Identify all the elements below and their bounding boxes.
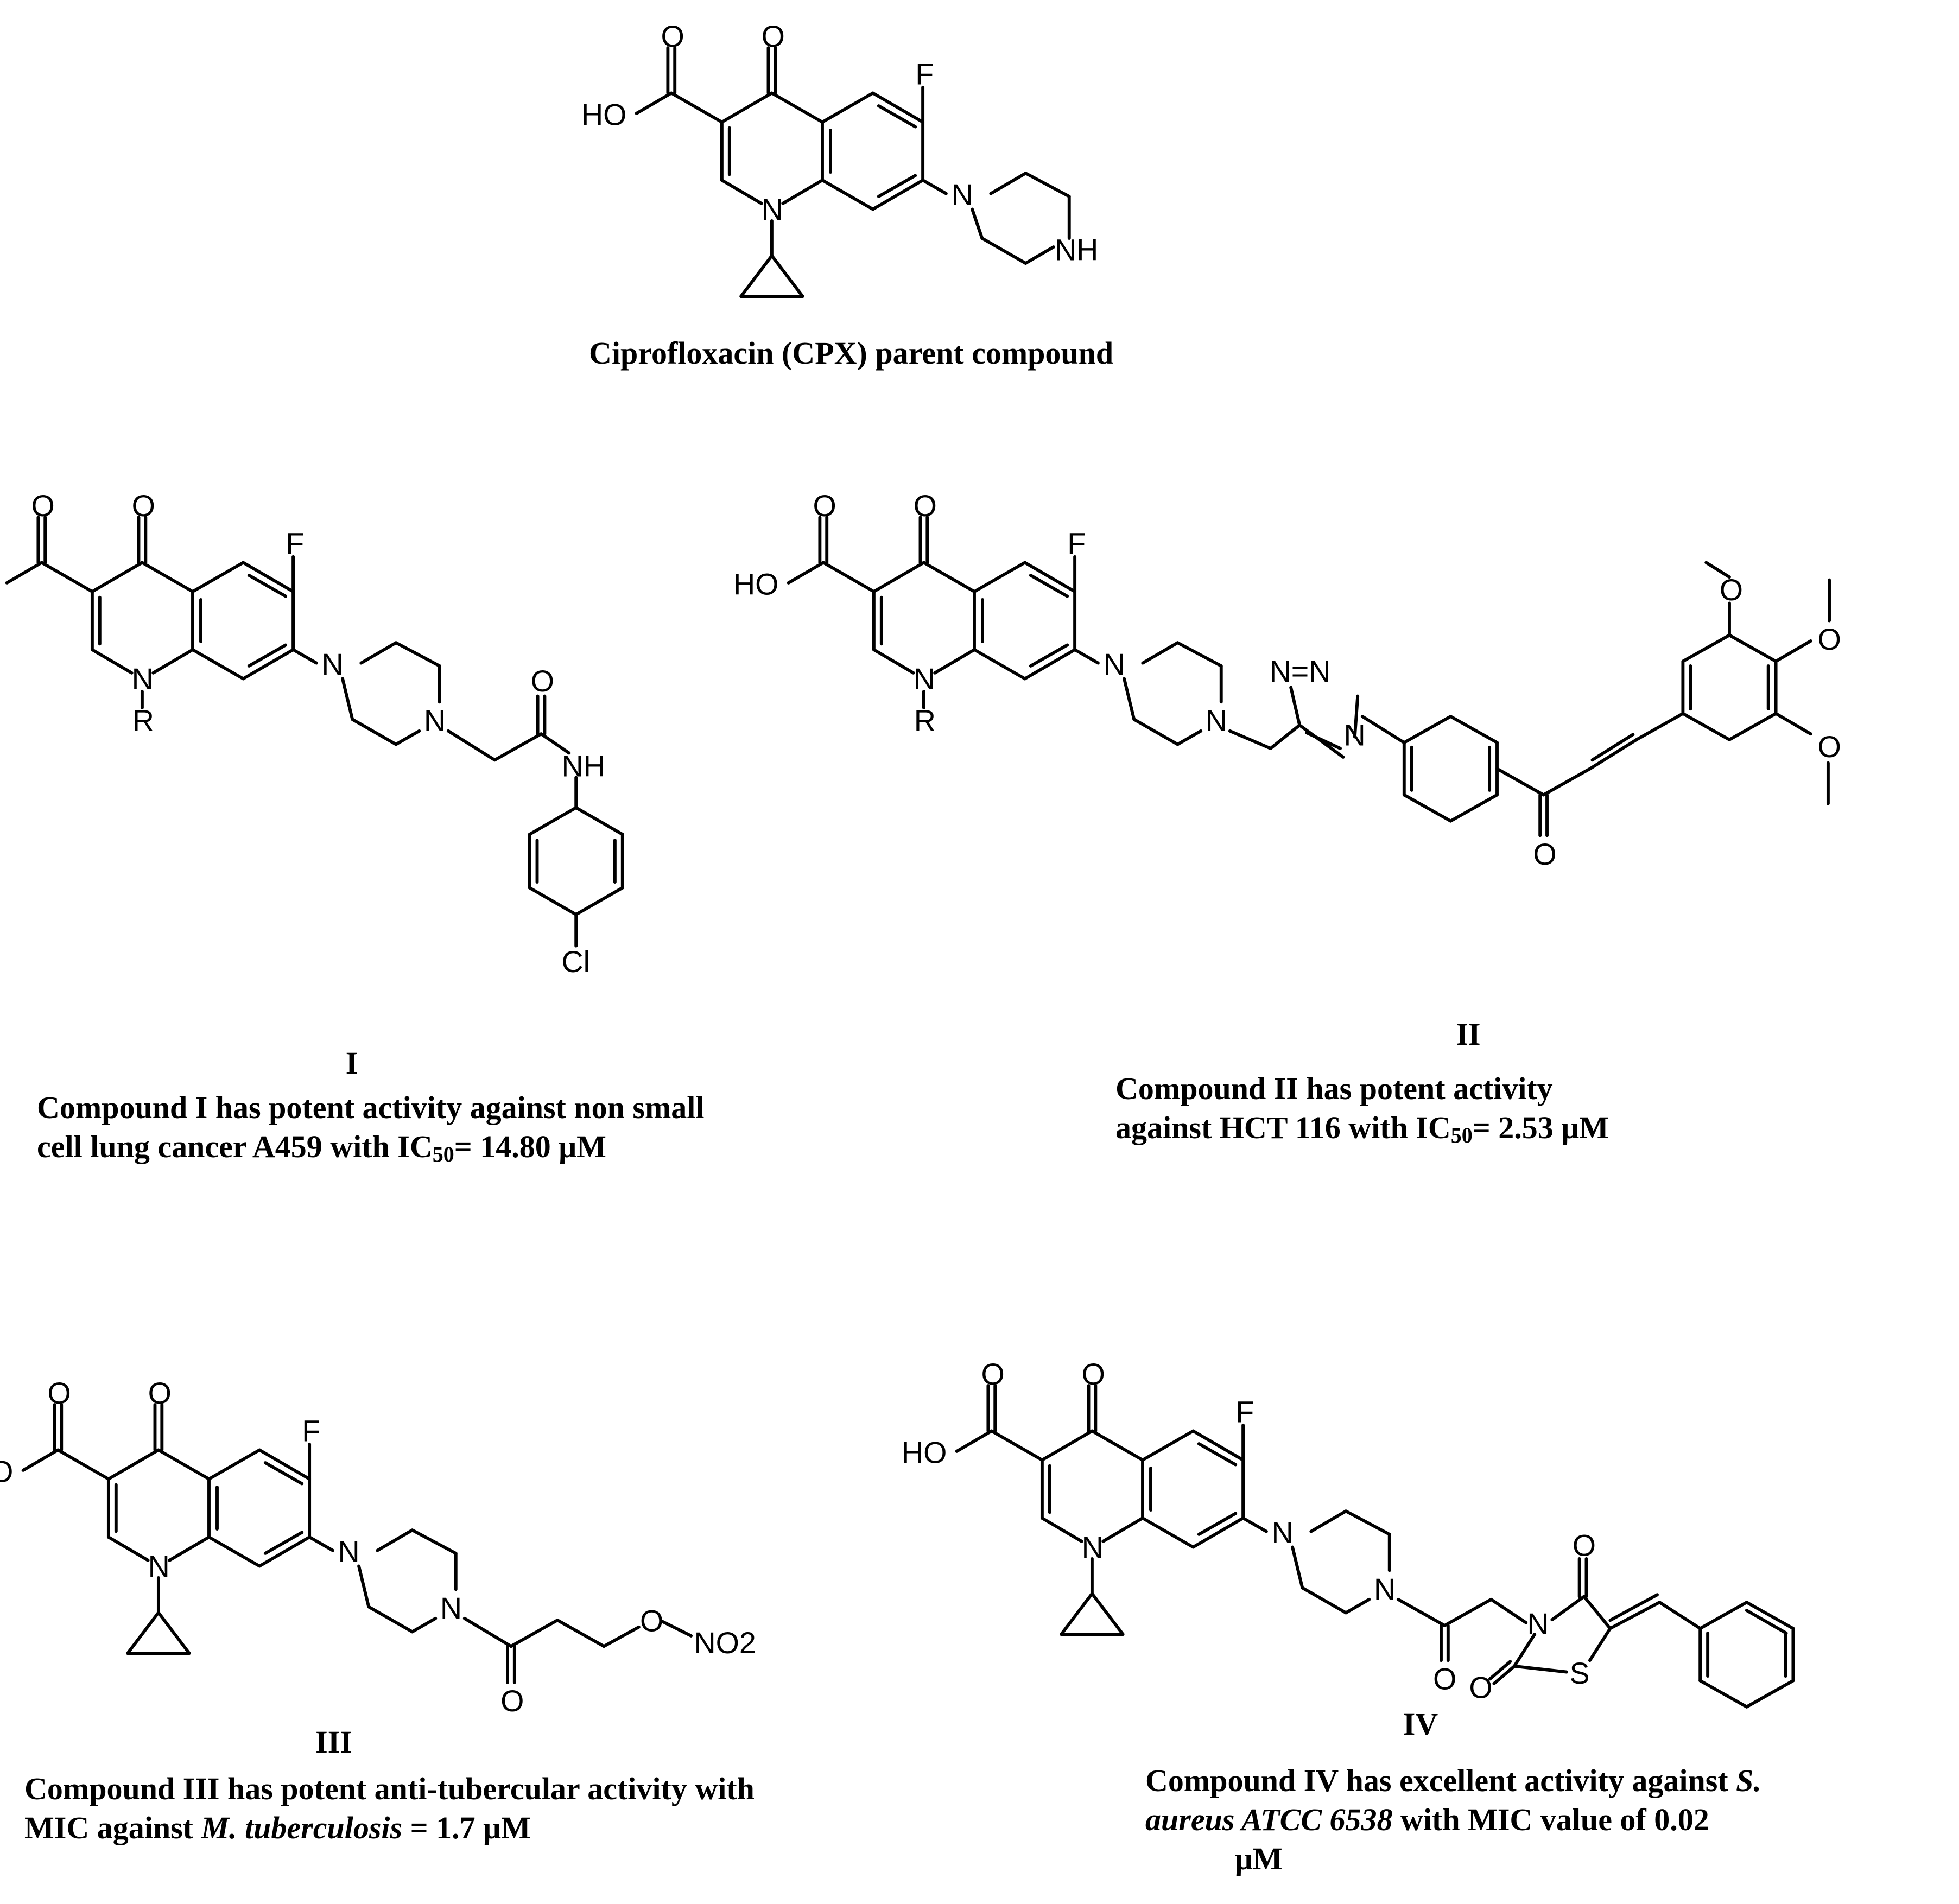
atom-oxygen-acid: O [48,1376,71,1410]
atom-triazole-n1: N [1344,719,1366,752]
atom-nitrogen-thiazolidinedione: N [1527,1607,1549,1641]
atom-nitrogen-quinolone: N [914,662,935,696]
atom-nitro-group: NO2 [694,1626,756,1660]
compound-iv-numeral: IV [1403,1706,1438,1742]
atom-fluorine: F [1067,526,1086,560]
atom-oxygen-amide: O [500,1684,524,1718]
atom-hydroxyl: HO [733,567,778,601]
atom-nitrogen-piperazine-1: N [322,648,344,681]
atom-oxygen-keto: O [132,489,155,523]
ciprofloxacin-label: Ciprofloxacin (CPX) parent compound [589,335,1114,371]
atom-oxygen-thiazolidinedione-2: O [1469,1671,1492,1705]
atom-fluorine: F [1235,1395,1254,1429]
atom-fluorine: F [915,57,934,91]
compound-ii-caption: Compound II has potent activity against … [1115,1069,1609,1147]
compound-iv-caption-line-2: aureus ATCC 6538 with MIC value of 0.02 [1145,1802,1709,1837]
atom-nh-piperazine: NH [1055,233,1098,267]
atom-oxygen-acid: O [31,489,55,523]
atom-nitrogen-quinolone: N [762,193,783,226]
compound-i-caption: Compound I has potent activity against n… [37,1088,705,1166]
compound-iv-caption: Compound IV has excellent activity again… [1145,1761,1761,1878]
atom-oxygen-amide: O [531,664,554,698]
atom-fluorine: F [286,526,304,560]
atom-hydroxyl: HO [902,1436,947,1469]
atom-oxygen-acid: O [981,1357,1005,1391]
atom-r-group: R [914,704,936,738]
atom-nitrogen-piperazine-4: N [1374,1572,1396,1606]
atom-oxygen-methoxy-2: O [1818,623,1841,656]
atom-nitrogen-quinolone: N [132,662,154,696]
atom-nitrogen-quinolone: N [148,1550,170,1583]
atom-nitrogen-piperazine-1: N [1272,1516,1294,1550]
atom-oxygen-methoxy-3: O [1818,730,1841,764]
compound-iv-caption-line-1: Compound IV has excellent activity again… [1145,1763,1761,1798]
compound-iii-caption-line-1: Compound III has potent anti-tubercular … [24,1771,755,1806]
atom-fluorine: F [302,1414,320,1448]
compound-i-caption-line-2: cell lung cancer A459 with IC50= 14.80 μ… [37,1129,606,1166]
compound-ii-caption-line-1: Compound II has potent activity [1115,1071,1553,1106]
atom-oxygen-acid: O [661,20,684,53]
atom-sulfur-thiazolidinedione: S [1569,1657,1589,1690]
atom-oxygen-ester: O [640,1604,663,1638]
atom-nitrogen-piperazine-4: N [1206,704,1227,738]
compound-iv-caption-line-3: μM [1235,1841,1283,1876]
atom-oxygen-thiazolidinedione-4: O [1573,1529,1596,1563]
compound-i-numeral: I [346,1045,358,1081]
atom-chlorine: Cl [561,945,590,979]
atom-oxygen-acid: O [813,489,836,523]
atom-nitrogen-piperazine-4: N [424,704,446,738]
atom-oxygen-enone: O [1533,837,1556,871]
atom-oxygen-keto: O [914,489,937,523]
compound-i-caption-line-1: Compound I has potent activity against n… [37,1090,705,1125]
compound-i-structure: O O HO F N R N N O NH Cl [5,489,624,979]
ciprofloxacin-structure: O O HO F N N NH [581,20,1098,298]
compound-iii-numeral: III [315,1724,352,1760]
compound-iv-structure: O O HO F N N N O N O O S [902,1357,1795,1709]
atom-nitrogen-quinolone: N [1082,1531,1104,1564]
atom-oxygen-amide: O [1433,1662,1456,1696]
atom-oxygen-methoxy-1: O [1720,573,1743,607]
atom-nh-amide: NH [561,749,605,783]
compound-iii-structure: O O HO F N N N O O NO2 [0,1376,756,1718]
compound-iii-caption-line-2: MIC against M. tuberculosis = 1.7 μM [24,1810,531,1845]
atom-nitrogen-piperazine: N [952,178,973,212]
atom-hydroxyl: HO [581,98,626,131]
atom-nitrogen-piperazine-4: N [440,1591,462,1625]
ciprofloxacin-caption: Ciprofloxacin (CPX) parent compound [589,334,1113,373]
atom-oxygen-keto: O [148,1376,172,1410]
atom-r-group: R [132,704,154,738]
compound-ii-numeral: II [1456,1017,1480,1052]
atom-oxygen-keto: O [762,20,785,53]
atom-nitrogen-piperazine-1: N [1104,648,1125,681]
atom-triazole-n-n: N=N [1270,655,1331,688]
compound-ii-structure: O O HO F N R N N N=N N O O O O [733,489,1841,871]
compound-iii-caption: Compound III has potent anti-tubercular … [24,1769,755,1848]
atom-nitrogen-piperazine-1: N [338,1535,360,1569]
atom-oxygen-keto: O [1082,1357,1105,1391]
atom-hydroxyl: HO [0,1455,13,1488]
compound-ii-caption-line-2: against HCT 116 with IC50= 2.53 μM [1115,1110,1609,1147]
